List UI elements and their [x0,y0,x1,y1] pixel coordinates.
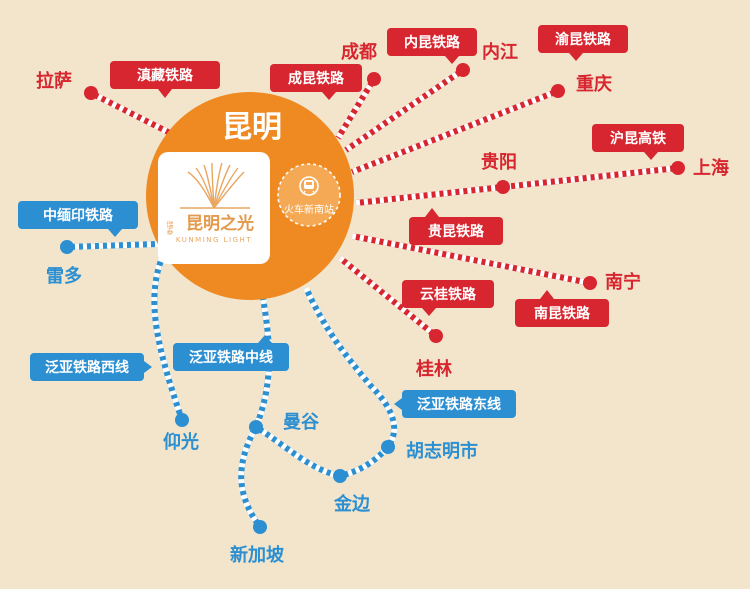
route-line-yungui [338,255,438,339]
city-neijiang: 内江 [482,41,518,63]
city-jinbian: 金边 [333,493,371,515]
dot-nanning [583,276,597,290]
svg-text:泛亚铁路东线: 泛亚铁路东线 [417,396,501,413]
tag-fanya-west: 泛亚铁路西线 [30,353,152,381]
dot-chengdu [367,72,381,86]
tag-fanya-east: 泛亚铁路东线 [394,390,516,418]
city-nanning: 南宁 [605,271,641,293]
svg-text:泛亚铁路中线: 泛亚铁路中线 [189,349,273,366]
dot-yangguang [175,413,189,427]
logo-sub-text: KUNMING LIGHT [176,236,252,244]
tag-chengkun: 成昆铁路 [270,64,362,100]
route-line-fanya-east [303,286,398,479]
tag-nankun: 南昆铁路 [515,290,609,327]
svg-text:贵昆铁路: 贵昆铁路 [428,223,485,240]
svg-text:泛亚铁路西线: 泛亚铁路西线 [45,359,129,376]
svg-text:成昆铁路: 成昆铁路 [288,70,345,87]
dot-xinjiapo [253,520,267,534]
city-xinjiapo: 新加坡 [230,544,285,566]
dot-guilin [429,329,443,343]
dot-huzhiming [381,440,395,454]
station-label: 火车新南站 [284,203,334,216]
dot-chongqing [551,84,565,98]
logo-small-text: 瑞泰 [166,220,174,235]
kunming-hub: 昆明 瑞泰 昆明之光 KUNMING LIGHT 火车新南站 [146,92,354,300]
logo-main-text: 昆明之光 [186,213,254,234]
city-yangguang: 仰光 [163,431,199,453]
international-railway-tags: 中缅印铁路 泛亚铁路西线 泛亚铁路中线 泛亚铁路东线 [18,201,516,418]
route-line-neikun [344,67,465,153]
svg-text:滇藏铁路: 滇藏铁路 [137,67,194,84]
tag-zhongmianyin: 中缅印铁路 [18,201,138,237]
city-huzhiming: 胡志明市 [406,440,478,462]
tag-neikun: 内昆铁路 [387,28,477,64]
dot-neijiang [456,63,470,77]
tag-yukun: 渝昆铁路 [538,25,628,61]
city-chongqing: 重庆 [576,73,612,95]
train-icon [299,176,319,196]
tag-yungui: 云桂铁路 [402,280,494,316]
city-guilin: 桂林 [415,358,452,380]
hub-title: 昆明 [222,110,282,145]
tag-fanya-middle: 泛亚铁路中线 [173,335,289,371]
dot-shanghai [671,161,685,175]
city-shanghai: 上海 [693,157,729,179]
svg-text:云桂铁路: 云桂铁路 [420,286,477,303]
book-fan-logo-icon [180,162,250,209]
tag-dianzang: 滇藏铁路 [110,61,220,98]
domestic-railway-tags: 滇藏铁路 成昆铁路 内昆铁路 渝昆铁路 沪昆高铁 贵昆铁路 [110,25,684,327]
dot-guiyang [496,180,510,194]
city-chengdu: 成都 [341,41,377,63]
city-lasa: 拉萨 [36,70,72,92]
tag-guikun: 贵昆铁路 [409,208,503,245]
svg-text:中缅印铁路: 中缅印铁路 [43,207,114,224]
svg-text:南昆铁路: 南昆铁路 [534,305,591,322]
city-leiduo: 雷多 [46,265,82,287]
dot-mangu [249,420,263,434]
city-guiyang: 贵阳 [481,152,517,173]
svg-text:沪昆高铁: 沪昆高铁 [610,130,666,147]
international-dots [60,240,395,534]
svg-text:内昆铁路: 内昆铁路 [404,34,461,51]
city-labels: 拉萨 成都 内江 重庆 贵阳 上海 南宁 桂林 雷多 仰光 曼谷 胡志明市 金边… [36,41,729,566]
route-line-zhongmianyin [66,241,159,250]
dot-jinbian [333,469,347,483]
dot-leiduo [60,240,74,254]
tag-hukun: 沪昆高铁 [592,124,684,160]
dot-lasa [84,86,98,100]
svg-text:渝昆铁路: 渝昆铁路 [555,31,612,48]
city-mangu: 曼谷 [283,412,320,433]
domestic-dots [84,63,685,343]
